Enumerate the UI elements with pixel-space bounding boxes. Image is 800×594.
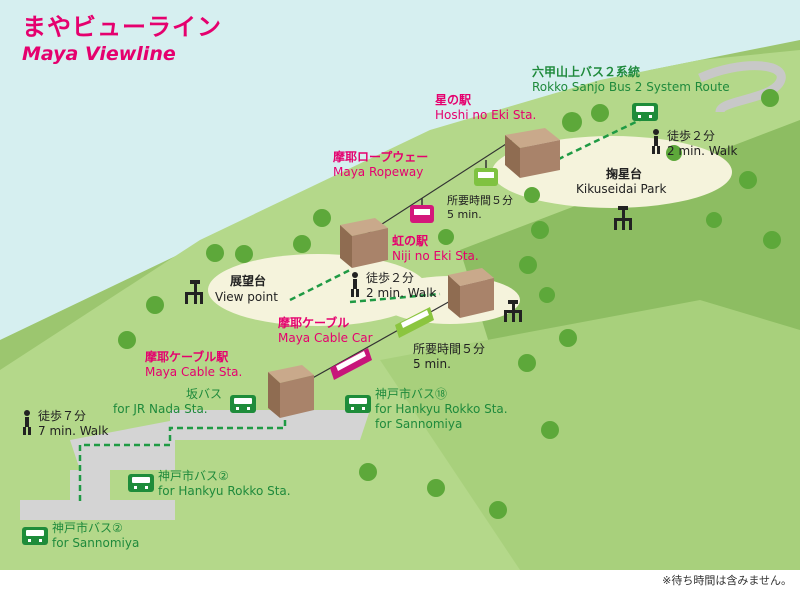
ropeway-gondola-green — [474, 160, 498, 186]
bus-icon-kobe2-sannomiya — [22, 527, 48, 545]
cable-label-jp: 摩耶ケーブル — [278, 316, 350, 330]
ropeway-label-jp: 摩耶ロープウェー — [333, 150, 429, 164]
footer-strip — [0, 570, 800, 594]
viewpoint-label-jp: 展望台 — [230, 274, 267, 288]
niji-station-label-jp: 虹の駅 — [392, 234, 429, 248]
lower-road-1 — [170, 410, 370, 440]
kobe2b-label-jp: 神戸市バス② — [52, 521, 123, 535]
kikuseidai-label-jp: 掬星台 — [606, 167, 643, 181]
walk-top-en: 2 min. Walk — [667, 144, 738, 158]
walk-path-kikuseidai — [539, 118, 641, 170]
binocular-viewer-icon-niji — [504, 300, 522, 322]
kobe18-label-en2: for Sannomiya — [375, 417, 463, 431]
walk-path-viewpoint — [289, 268, 351, 302]
binocular-viewer-icon-viewpoint — [185, 280, 203, 304]
cable-station-building — [268, 365, 314, 418]
map-title-jp: まやビューライン — [22, 13, 222, 41]
kobe18-label-en1: for Hankyu Rokko Sta. — [375, 402, 508, 416]
bus-icon-sakabus — [230, 395, 256, 413]
hoshi-station-building — [505, 128, 560, 178]
cable-time-en: 5 min. — [413, 357, 451, 371]
sakabus-label-jp: 坂バス — [186, 387, 223, 401]
kobe2a-label-jp: 神戸市バス② — [158, 469, 229, 483]
ropeway-gondola-pink — [410, 198, 434, 223]
bus-icon-rokko — [632, 103, 658, 121]
map-title-en: Maya Viewline — [22, 43, 176, 65]
niji-cable-station-building — [448, 268, 494, 318]
bus-icon-kobe18 — [345, 395, 371, 413]
cable-label-en: Maya Cable Car — [278, 331, 373, 345]
kobe2b-label-en: for Sannomiya — [52, 536, 140, 550]
trees — [118, 89, 781, 519]
mountain-slope — [380, 300, 800, 570]
walk-top-jp: 徒歩２分 — [667, 129, 716, 143]
rokko-bus-label-en: Rokko Sanjo Bus 2 System Route — [532, 80, 730, 94]
niji-station-building — [340, 218, 388, 268]
viewpoint-label-en: View point — [215, 290, 278, 304]
cable-car-line — [299, 289, 471, 386]
lower-road-4 — [20, 500, 175, 520]
walker-icon-lower — [23, 410, 31, 435]
walker-icon-top — [652, 129, 660, 154]
rokko-bus-label-jp: 六甲山上バス２系統 — [532, 65, 641, 79]
ropeway-label-en: Maya Ropeway — [333, 165, 424, 179]
cable-car-green — [395, 307, 434, 338]
walk-mid-jp: 徒歩２分 — [366, 271, 415, 285]
walk-path-lower — [78, 420, 287, 505]
cable-time-jp: 所要時間５分 — [413, 342, 486, 356]
hoshi-station-label-jp: 星の駅 — [435, 93, 472, 107]
walk-path-niji — [349, 292, 441, 304]
waiting-time-note: ※待ち時間は含みません。 — [662, 574, 792, 588]
ropeway-time-jp: 所要時間５分 — [447, 194, 513, 207]
kikuseidai-label-en: Kikuseidai Park — [576, 182, 667, 196]
viewpoint-plateau — [208, 254, 428, 326]
kobe18-label-jp: 神戸市バス⑱ — [375, 387, 448, 401]
walk-mid-en: 2 min. Walk — [366, 286, 437, 300]
bus-icon-kobe2-hankyu — [128, 474, 154, 492]
walker-icon-mid — [351, 272, 359, 297]
cable-station-label-jp: 摩耶ケーブル駅 — [145, 350, 229, 364]
walk-lower-en: 7 min. Walk — [38, 424, 109, 438]
lower-road-2 — [70, 420, 175, 470]
niji-station-label-en: Niji no Eki Sta. — [392, 249, 479, 263]
sakabus-label-en: for JR Nada Sta. — [113, 402, 208, 416]
cable-car-pink — [330, 348, 372, 380]
ropeway-time-en: 5 min. — [447, 208, 482, 221]
ropeway-cable-line — [364, 134, 521, 236]
hoshi-station-label-en: Hoshi no Eki Sta. — [435, 108, 537, 122]
kobe2a-label-en: for Hankyu Rokko Sta. — [158, 484, 291, 498]
walk-lower-jp: 徒歩７分 — [38, 409, 87, 423]
binocular-viewer-icon-kikuseidai — [614, 206, 632, 230]
cable-station-label-en: Maya Cable Sta. — [145, 365, 243, 379]
mountain-road — [698, 61, 786, 114]
